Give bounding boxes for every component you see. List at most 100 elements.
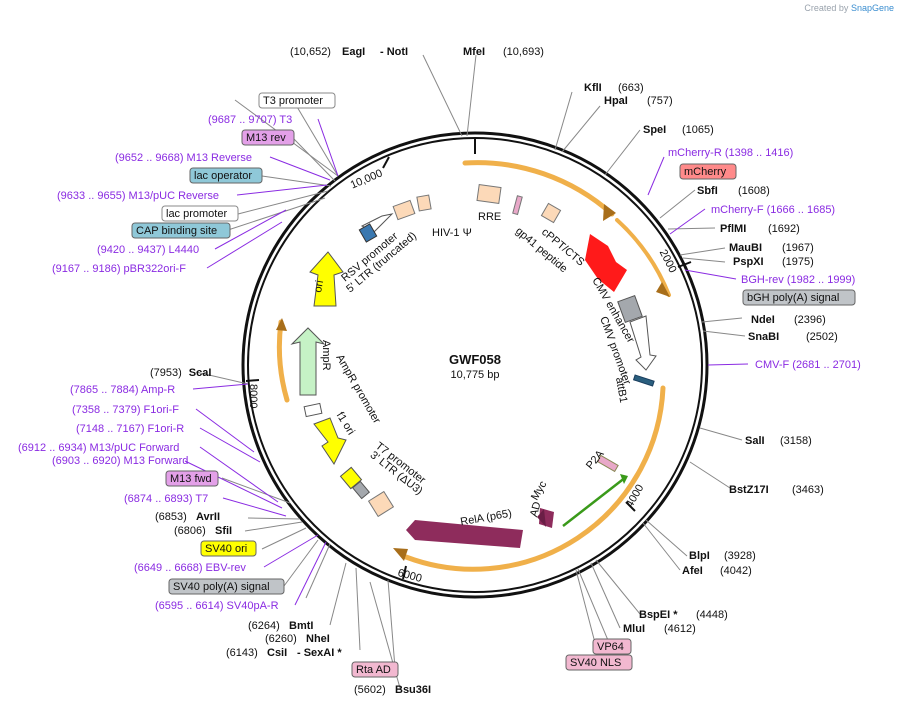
site-csii-sexai[interactable]: (6143) CsiI - SexAI * bbox=[226, 647, 342, 659]
site-scai[interactable]: (7953) ScaI bbox=[150, 367, 182, 379]
primer-amp-r[interactable]: (7865 .. 7884) Amp-R bbox=[70, 384, 175, 396]
attb1-label: attB1 bbox=[613, 376, 629, 403]
site-blpi[interactable]: BlpI (3928) bbox=[689, 550, 756, 562]
site-hpai[interactable]: HpaI (757) bbox=[604, 95, 673, 107]
orange-arc-heads bbox=[276, 204, 670, 561]
site-pos: (4448) bbox=[696, 609, 728, 621]
primer-m13-forward[interactable]: (6903 .. 6920) M13 Forward bbox=[52, 455, 188, 467]
site-pos: (5602) bbox=[354, 684, 386, 696]
primer-m13-puc-forward[interactable]: (6912 .. 6934) M13/pUC Forward bbox=[18, 442, 179, 454]
lac-small-feature bbox=[358, 223, 378, 243]
site-name: PspXI bbox=[733, 256, 764, 268]
box-sv40-polya-label: SV40 poly(A) signal bbox=[173, 581, 270, 593]
site-spei[interactable]: SpeI (1065) bbox=[643, 124, 714, 136]
ampr-promoter-feature bbox=[303, 402, 323, 418]
primer-pbr322ori-f[interactable]: (9167 .. 9186) pBR322ori-F bbox=[52, 263, 186, 275]
site-avrii[interactable]: (6853) AvrII bbox=[155, 511, 220, 523]
box-m13-rev-label: M13 rev bbox=[246, 132, 286, 144]
site-kfli[interactable]: KflI (663) bbox=[584, 82, 644, 94]
box-sv40-nls-label: SV40 NLS bbox=[570, 657, 621, 669]
myc-feature bbox=[537, 509, 546, 527]
box-rta-ad[interactable]: Rta AD bbox=[351, 661, 399, 678]
credit-prefix: Created by bbox=[804, 3, 849, 13]
primer-t7[interactable]: (6874 .. 6893) T7 bbox=[124, 493, 208, 505]
box-cap-binding-site[interactable]: CAP binding site bbox=[131, 222, 231, 239]
credit-brand: SnapGene bbox=[850, 3, 894, 13]
site-pflmi[interactable]: PflMI (1692) bbox=[720, 223, 800, 235]
primer-m13-puc-reverse[interactable]: (9633 .. 9655) M13/pUC Reverse bbox=[57, 190, 219, 202]
site-bspei[interactable]: BspEI * (4448) bbox=[639, 609, 728, 621]
site-pos: (1967) bbox=[782, 242, 814, 254]
site-eagi-noti[interactable]: (10,652) EagI - NotI bbox=[290, 46, 408, 58]
box-t3-promoter[interactable]: T3 promoter bbox=[258, 92, 336, 109]
box-vp64[interactable]: VP64 bbox=[592, 638, 632, 655]
mcherry-arrow bbox=[585, 234, 627, 292]
primer-m13-reverse[interactable]: (9652 .. 9668) M13 Reverse bbox=[115, 152, 252, 164]
rre-label: RRE bbox=[478, 211, 501, 223]
box-lac-operator[interactable]: lac operator bbox=[189, 167, 263, 184]
primer-mcherry-f[interactable]: mCherry-F (1666 .. 1685) bbox=[711, 204, 835, 216]
box-rta-ad-label: Rta AD bbox=[356, 664, 391, 676]
site-sali[interactable]: SalI (3158) bbox=[745, 435, 812, 447]
ad-label: AD bbox=[528, 500, 544, 518]
site-name: CsiI bbox=[267, 647, 287, 659]
site-nhei[interactable]: (6260) NheI bbox=[265, 633, 330, 645]
box-sv40-nls[interactable]: SV40 NLS bbox=[565, 654, 633, 671]
f1ori-small-feature bbox=[339, 466, 363, 490]
f1-ori-arrow bbox=[313, 417, 347, 465]
site-pspxi[interactable]: PspXI (1975) bbox=[733, 256, 814, 268]
site-name: KflI bbox=[584, 82, 602, 94]
psi-feature bbox=[416, 194, 432, 212]
site-bstz17i[interactable]: BstZ17I (3463) bbox=[729, 484, 824, 496]
site-snabi[interactable]: SnaBI (2502) bbox=[748, 331, 838, 343]
plasmid-size: 10,775 bp bbox=[451, 369, 500, 381]
site-pos: (757) bbox=[647, 95, 673, 107]
box-m13-fwd-label: M13 fwd bbox=[170, 473, 212, 485]
box-sv40-polya[interactable]: SV40 poly(A) signal bbox=[168, 578, 285, 595]
box-bgh-polya[interactable]: bGH poly(A) signal bbox=[742, 289, 856, 306]
site-name: BspEI * bbox=[639, 609, 678, 621]
box-m13-rev[interactable]: M13 rev bbox=[241, 129, 295, 146]
cmv-arrow bbox=[629, 315, 657, 371]
site-name: SnaBI bbox=[748, 331, 779, 343]
tick-label-8000: 8000 bbox=[247, 384, 259, 408]
site-maubi[interactable]: MauBI (1967) bbox=[729, 242, 814, 254]
ori-label: ori bbox=[312, 279, 326, 293]
site-pos: (1692) bbox=[768, 223, 800, 235]
box-m13-fwd[interactable]: M13 fwd bbox=[165, 470, 219, 487]
ltr5-feature bbox=[392, 199, 416, 221]
box-lac-promoter-label: lac promoter bbox=[166, 208, 227, 220]
site-name: MfeI bbox=[463, 46, 485, 58]
primer-mcherry-r[interactable]: mCherry-R (1398 .. 1416) bbox=[668, 147, 793, 159]
primer-l4440[interactable]: (9420 .. 9437) L4440 bbox=[97, 244, 199, 256]
plasmid-name: GWF058 bbox=[449, 352, 501, 367]
site-name: BstZ17I bbox=[729, 484, 769, 496]
site-name: AvrII bbox=[196, 511, 220, 523]
primer-bgh-rev[interactable]: BGH-rev (1982 .. 1999) bbox=[741, 274, 855, 286]
site-pos: (3158) bbox=[780, 435, 812, 447]
site-mfei[interactable]: MfeI (10,693) bbox=[463, 46, 544, 58]
primer-t3[interactable]: (9687 .. 9707) T3 bbox=[208, 114, 292, 126]
primer-ebv-rev[interactable]: (6649 .. 6668) EBV-rev bbox=[134, 562, 246, 574]
ampr-arrow bbox=[290, 327, 326, 396]
site-ndei[interactable]: NdeI (2396) bbox=[751, 314, 826, 326]
site-afei[interactable]: AfeI (4042) bbox=[682, 565, 752, 577]
primer-sv40pa-r[interactable]: (6595 .. 6614) SV40pA-R bbox=[155, 600, 279, 612]
site-pos: (6260) bbox=[265, 633, 297, 645]
f1ori-label: f1 ori bbox=[334, 410, 357, 437]
site-mlui[interactable]: MluI (4612) bbox=[623, 623, 696, 635]
box-lac-promoter[interactable]: lac promoter bbox=[161, 205, 239, 222]
primer-cmv-f[interactable]: CMV-F (2681 .. 2701) bbox=[755, 359, 861, 371]
site-bsu36i[interactable]: (5602) Bsu36I bbox=[354, 684, 431, 696]
box-mcherry[interactable]: mCherry bbox=[679, 163, 737, 180]
primer-f1ori-f[interactable]: (7358 .. 7379) F1ori-F bbox=[72, 404, 179, 416]
primer-f1ori-r[interactable]: (7148 .. 7167) F1ori-R bbox=[76, 423, 184, 435]
site-pos: (2502) bbox=[806, 331, 838, 343]
site-name: PflMI bbox=[720, 223, 746, 235]
box-sv40-ori[interactable]: SV40 ori bbox=[200, 540, 257, 557]
site-bmti[interactable]: (6264) BmtI bbox=[248, 620, 313, 632]
site-sbfi[interactable]: SbfI (1608) bbox=[697, 185, 770, 197]
site-name: SpeI bbox=[643, 124, 666, 136]
site-sfii[interactable]: (6806) SfiI bbox=[174, 525, 232, 537]
site-extra: - NotI bbox=[380, 46, 408, 58]
